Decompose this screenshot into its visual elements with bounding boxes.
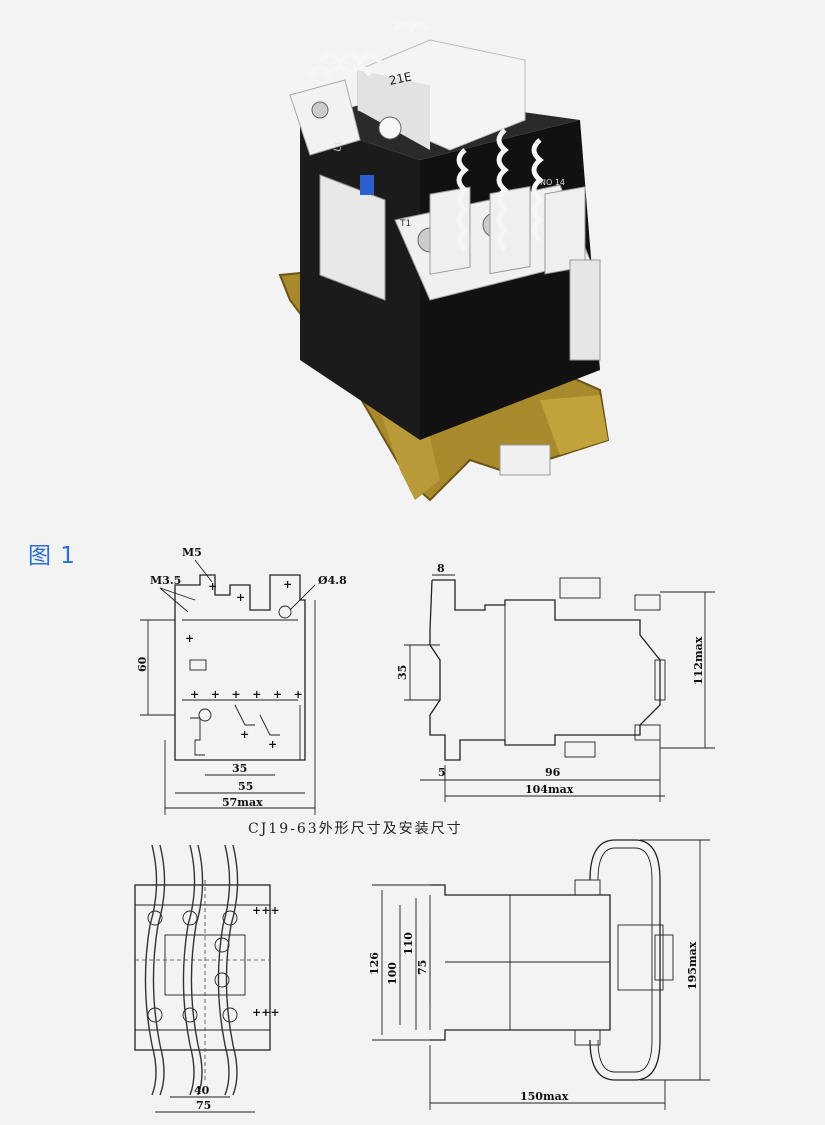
dim-side-mid: 96 [545,766,561,779]
front-view: + + + + + + + + + + + + M5 M3.5 Ø4.8 60 … [136,546,347,815]
label-m5: M5 [182,546,202,559]
dim-bs-h3: 110 [402,932,415,955]
terminal-aux: NO 14 [540,178,565,187]
label-m35: M3.5 [150,574,181,587]
dim-side-total: 104max [525,783,574,796]
dim-bs-h1: 126 [368,952,381,975]
svg-text:+: + [236,591,245,604]
dim-side-right: 112max [692,636,705,685]
drawing-caption: CJ19-63外形尺寸及安装尺寸 [248,821,463,837]
dim-front-height: 60 [136,656,149,672]
dim-bs-h2: 100 [386,962,399,985]
bottom-side-view: 126 100 110 75 195max 150max [368,839,710,1110]
bottom-front-view: +++ +++ 40 75 [134,844,280,1113]
dim-front-inner: 35 [232,762,247,775]
dim-bottom-front-inner: 40 [194,1084,210,1097]
dim-side-top: 8 [437,562,445,575]
label-hole: Ø4.8 [318,574,347,587]
dim-bs-h4: 75 [416,960,429,975]
svg-text:+ + + + + +: + + + + + + [190,688,303,701]
svg-text:+: + [268,738,277,751]
svg-text:+: + [283,578,292,591]
terminal-l1: L1 [333,140,345,152]
svg-text:+++: +++ [252,904,280,917]
side-view: 8 35 112max 5 96 104max [396,562,715,802]
dim-bs-right: 195max [686,941,699,990]
dim-front-mid: 55 [238,780,253,793]
svg-text:+: + [208,580,217,593]
svg-text:+: + [240,728,249,741]
contactor-photo: 21E T1 L1 NO 14 [278,20,610,502]
dim-front-overall: 57max [222,796,263,809]
figure-label: 图 1 [28,543,76,569]
dim-side-left: 35 [396,665,409,680]
module-label: 21E [388,69,413,87]
terminal-t1: T1 [399,219,411,229]
dim-side-small: 5 [438,766,446,779]
svg-text:+++: +++ [252,1006,280,1019]
dim-bs-bottom: 150max [520,1090,569,1103]
svg-text:+: + [185,632,194,645]
dim-bottom-front-overall: 75 [196,1099,211,1112]
